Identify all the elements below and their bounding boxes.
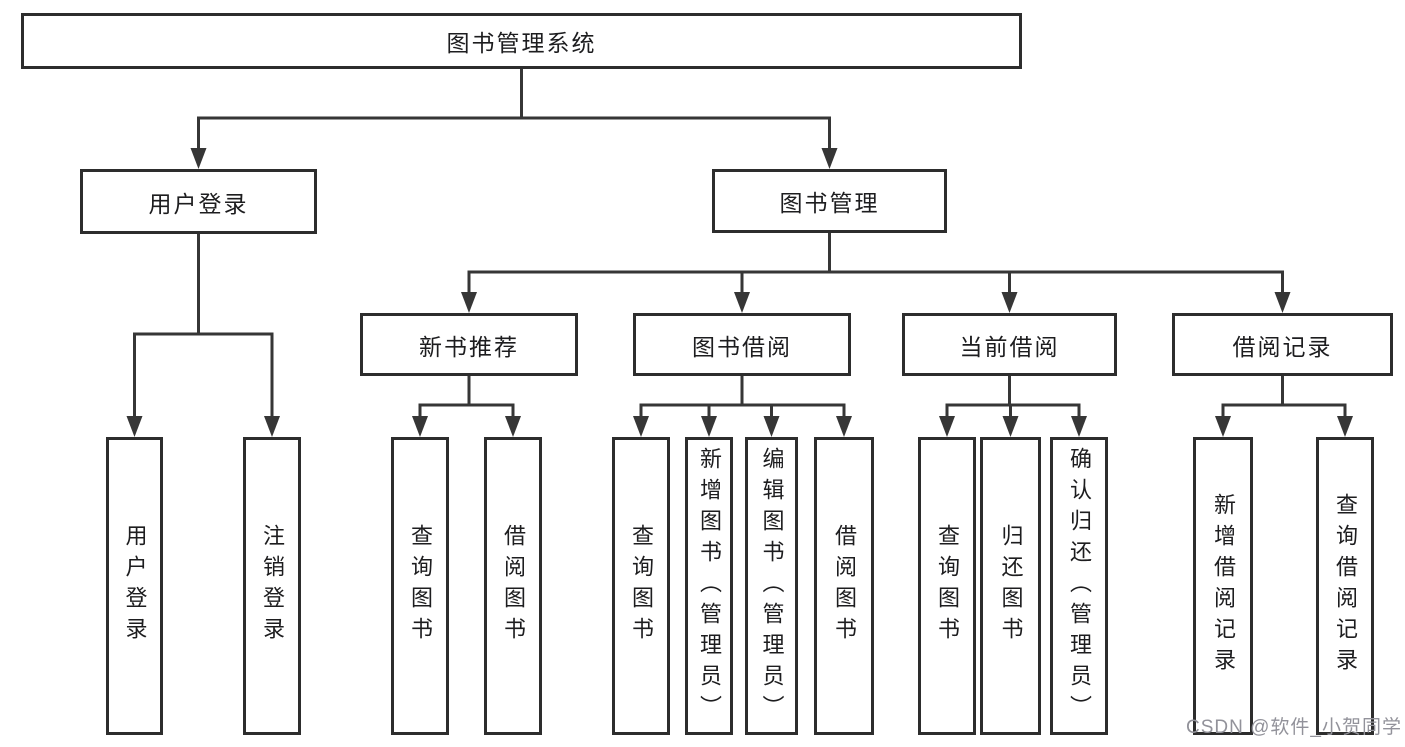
- node-label: 图书管理: [779, 190, 880, 216]
- leaf-query-books-borrow: 查询图书: [612, 437, 670, 735]
- node-label: 图书管理系统: [446, 30, 597, 56]
- arrowhead: [190, 148, 207, 169]
- arrowhead: [939, 416, 955, 437]
- arrowhead: [412, 416, 428, 437]
- arrowhead: [1071, 416, 1087, 437]
- node-label: 新书推荐: [419, 333, 519, 360]
- leaf-label: 确认归还（管理员）: [1067, 446, 1092, 726]
- connector-bookmgmt-to-level3: [467, 233, 1284, 294]
- leaf-label: 查询借阅记录: [1333, 493, 1358, 679]
- arrowhead: [1337, 416, 1353, 437]
- leaf-user-login: 用户登录: [106, 437, 163, 735]
- leaf-label: 新增图书（管理员）: [697, 446, 722, 726]
- arrowhead: [1001, 292, 1018, 313]
- node-library-management-system: 图书管理系统: [21, 13, 1022, 69]
- leaf-query-books-current: 查询图书: [918, 437, 976, 735]
- leaf-add-borrow-record: 新增借阅记录: [1193, 437, 1253, 735]
- connector-newbook-to-leaves: [418, 376, 515, 419]
- leaf-label: 归还图书: [998, 524, 1024, 648]
- leaf-label: 借阅图书: [501, 524, 526, 648]
- node-current-borrowing: 当前借阅: [902, 313, 1117, 376]
- arrowhead: [461, 292, 477, 313]
- connector-userlogin-to-leaves: [133, 234, 274, 418]
- leaf-borrow-books-newbook: 借阅图书: [484, 437, 542, 735]
- arrowhead: [701, 416, 717, 437]
- arrowhead: [264, 416, 280, 437]
- leaf-borrow-books-borrow: 借阅图书: [814, 437, 874, 735]
- node-label: 当前借阅: [959, 333, 1060, 360]
- leaf-query-borrow-record: 查询借阅记录: [1316, 437, 1374, 735]
- node-label: 借阅记录: [1232, 333, 1333, 360]
- node-user-login: 用户登录: [80, 169, 317, 234]
- arrowhead: [505, 416, 521, 437]
- node-new-book-recommend: 新书推荐: [360, 313, 578, 376]
- arrowhead: [836, 416, 852, 437]
- arrowhead: [821, 148, 838, 169]
- leaf-label: 借阅图书: [832, 524, 857, 648]
- node-book-borrowing: 图书借阅: [633, 313, 851, 376]
- leaf-return-book: 归还图书: [980, 437, 1041, 735]
- node-book-management: 图书管理: [712, 169, 947, 233]
- leaf-label: 查询图书: [629, 524, 654, 648]
- leaf-label: 新增借阅记录: [1211, 493, 1236, 679]
- leaf-label: 查询图书: [408, 524, 433, 648]
- arrowhead: [763, 416, 780, 437]
- leaf-label: 查询图书: [935, 524, 960, 648]
- node-label: 用户登录: [148, 190, 249, 217]
- arrowhead: [633, 416, 649, 437]
- arrowhead: [126, 416, 143, 437]
- connector-borrowrecord-to-leaves: [1221, 376, 1347, 419]
- node-label: 图书借阅: [692, 333, 792, 360]
- leaf-add-book-admin: 新增图书（管理员）: [685, 437, 733, 735]
- connector-root-to-level2: [197, 69, 831, 150]
- connector-currentborrow-to-leaves: [945, 376, 1081, 419]
- leaf-label: 用户登录: [122, 524, 148, 648]
- arrowhead: [734, 292, 750, 313]
- arrowhead: [1002, 416, 1019, 437]
- node-borrowing-records: 借阅记录: [1172, 313, 1393, 376]
- leaf-logout-login: 注销登录: [243, 437, 301, 735]
- arrowhead: [1274, 292, 1291, 313]
- arrowhead: [1215, 416, 1231, 437]
- connector-bookborrow-to-leaves: [639, 376, 846, 419]
- leaf-label: 编辑图书（管理员）: [759, 446, 785, 726]
- csdn-watermark: CSDN @软件_小贺同学: [1186, 717, 1402, 738]
- leaf-label: 注销登录: [260, 524, 285, 648]
- leaf-confirm-return-admin: 确认归还（管理员）: [1050, 437, 1108, 735]
- leaf-edit-book-admin: 编辑图书（管理员）: [745, 437, 798, 735]
- leaf-query-books-newbook: 查询图书: [391, 437, 449, 735]
